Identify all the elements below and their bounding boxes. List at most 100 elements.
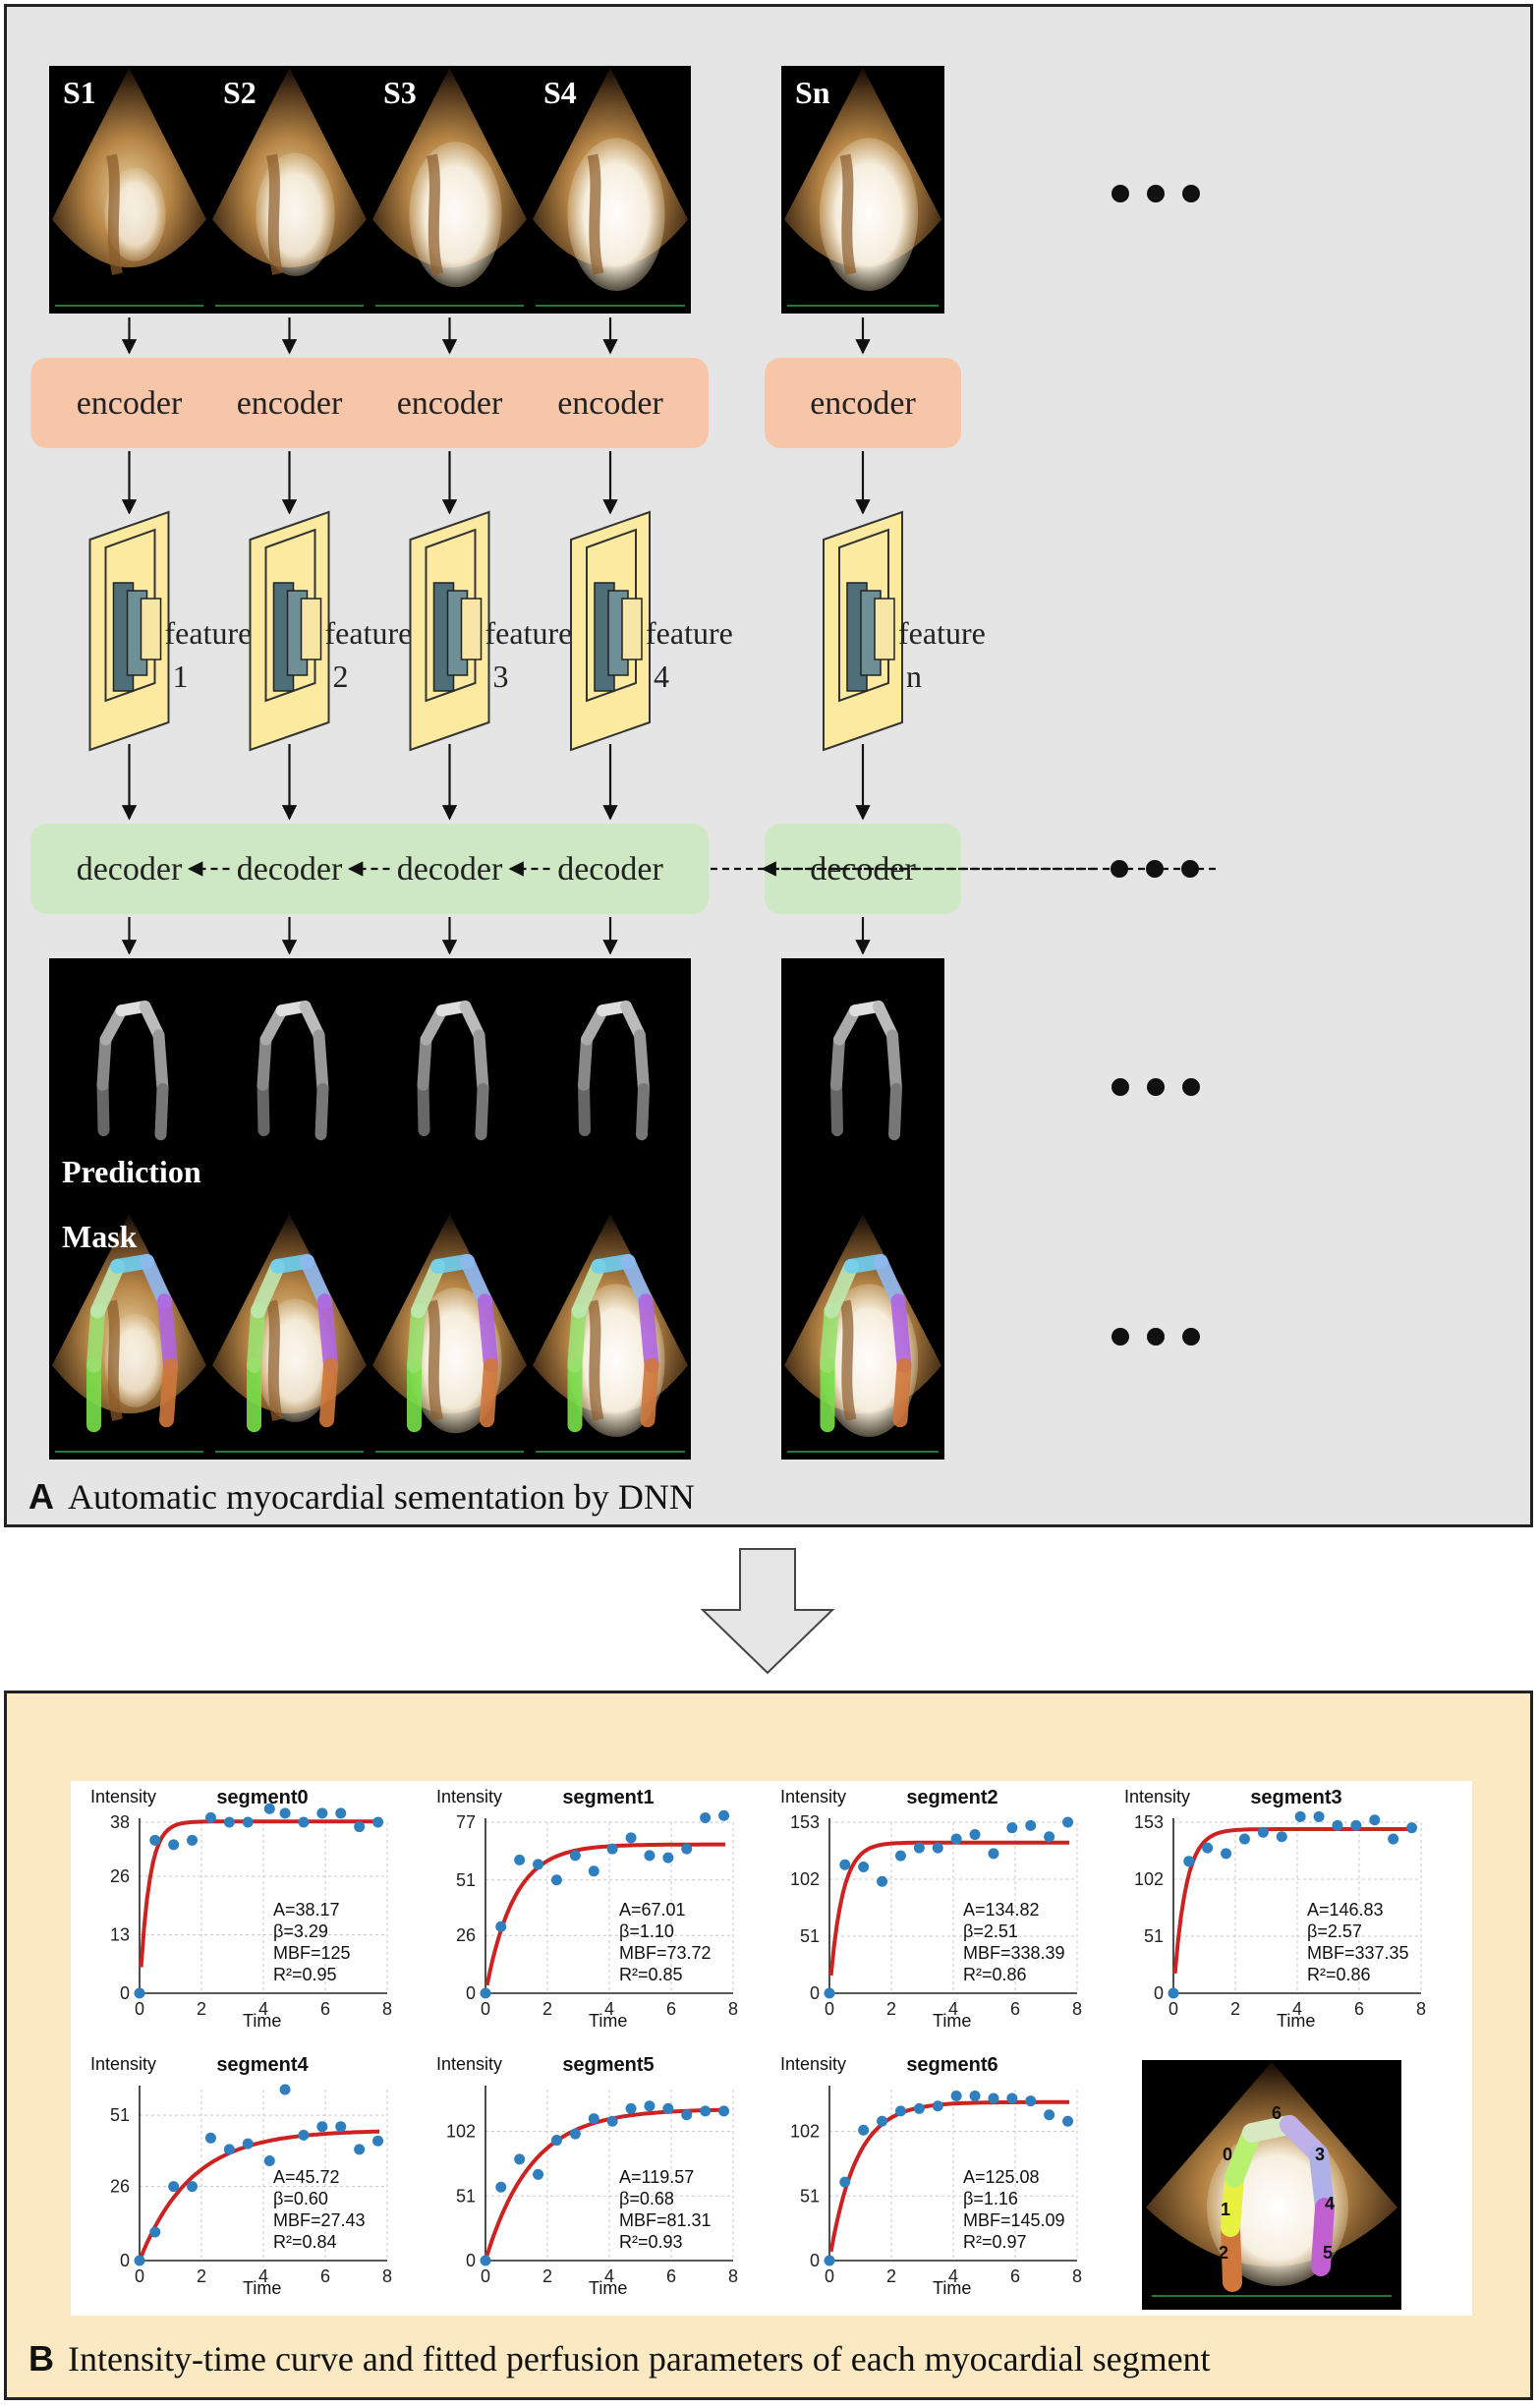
column-1-mask-cavity <box>104 1313 166 1407</box>
fit-parameter: A=134.82 <box>963 1900 1040 1920</box>
segment4-x-tick-label: 6 <box>320 2266 330 2286</box>
column-n-feature-index: n <box>906 659 922 694</box>
column-1-mask-mask-seg <box>86 1303 105 1373</box>
column-4-feature-block-3 <box>621 598 643 660</box>
segment2-y-tick-label: 0 <box>810 1983 820 2003</box>
column-3-frame-septum <box>427 153 443 275</box>
column-1-frame-cavity <box>104 167 166 261</box>
column-n-decoder <box>765 824 961 914</box>
segment0-data-point <box>263 1803 275 1814</box>
segment6-x-tick-label: 6 <box>1010 2266 1020 2286</box>
column-n-feature-block-3 <box>874 598 895 660</box>
segment2-data-point <box>969 1829 981 1841</box>
fit-parameter: β=2.57 <box>1307 1921 1362 1941</box>
segment5-x-axis-label: Time <box>589 2278 628 2298</box>
segment6-data-point <box>913 2102 925 2114</box>
segment0-x-tick-label: 0 <box>135 1999 144 2019</box>
segment6-data-point <box>1062 2115 1074 2127</box>
column-2-frame-label: S2 <box>223 75 256 110</box>
segment5-data-point <box>625 2102 637 2114</box>
segment1-x-tick-label: 8 <box>728 1999 738 2019</box>
segment1-data-point <box>606 1843 618 1855</box>
segment3-data-point <box>1202 1842 1214 1854</box>
fit-parameter: β=0.60 <box>273 2189 328 2208</box>
column-3-decoder-label: decoder <box>397 851 503 888</box>
column-2-encoder-label: encoder <box>237 385 343 422</box>
segment0-data-point <box>223 1816 235 1828</box>
column-3-prediction-pred-seg <box>417 1033 432 1091</box>
column-3-feature-frame <box>425 528 477 703</box>
column-1-feature-frame <box>104 528 156 703</box>
segment0-data-point <box>335 1807 347 1819</box>
segment5-data-point <box>550 2135 562 2147</box>
segment5-data-point <box>533 2168 544 2180</box>
column-1-mask-septum <box>106 1299 123 1421</box>
segment1-x-tick-label: 2 <box>542 1999 552 2019</box>
column-4-prediction-pred-seg <box>636 1083 650 1141</box>
column-3-mask-mask-seg <box>411 1258 445 1319</box>
segment0-y-tick-label: 38 <box>110 1812 130 1832</box>
column-1-feature-block-3 <box>140 598 162 660</box>
segment4-data-point <box>204 2132 216 2144</box>
fit-parameter: MBF=338.39 <box>963 1943 1065 1963</box>
fit-parameter: MBF=145.09 <box>963 2210 1065 2230</box>
segment0-data-point <box>316 1807 328 1819</box>
column-3-mask-mask-seg <box>478 1293 498 1373</box>
column-4-mask-mask-seg <box>567 1303 587 1373</box>
column-3-decoder <box>351 824 548 914</box>
column-n-encoder-label: encoder <box>810 385 916 422</box>
segment1-data-point <box>625 1832 637 1844</box>
segment5-x-tick-label: 6 <box>666 2266 676 2286</box>
column-2-mask-septum <box>266 1299 283 1421</box>
segment2-data-point <box>824 1987 835 1999</box>
segment-number-label: 2 <box>1219 2243 1228 2263</box>
column-4-encoder-label: encoder <box>557 385 663 422</box>
segment2-y-tick-label: 153 <box>790 1812 820 1832</box>
fit-parameter: β=1.16 <box>963 2189 1018 2208</box>
segment2-data-point <box>1044 1831 1055 1843</box>
column-n-prediction-pred-seg <box>888 1083 902 1141</box>
segment2-x-tick-label: 8 <box>1072 1999 1082 2019</box>
segment0-title: segment0 <box>216 1787 309 1808</box>
column-2-mask-mask-seg <box>251 1258 285 1319</box>
segment6-y-tick-label: 102 <box>790 2122 820 2142</box>
segment4-data-point <box>223 2144 235 2155</box>
segment5-y-tick-label: 51 <box>456 2186 476 2206</box>
segment6-data-point <box>1025 2095 1037 2107</box>
segment2-data-point <box>1062 1816 1074 1828</box>
column-3-frame-label: S3 <box>383 75 417 110</box>
segment4-data-point <box>316 2121 328 2133</box>
segment1-y-tick-label: 0 <box>466 1983 476 2003</box>
column-4-decoder-label: decoder <box>557 851 663 888</box>
column-n-frame-septum <box>839 153 857 275</box>
segment2-x-tick-label: 4 <box>948 1999 958 2019</box>
column-n-mask-septum <box>839 1299 857 1421</box>
ellipsis-decoders <box>1181 860 1199 878</box>
segment6-data-point <box>877 2115 888 2127</box>
column-2-mask-mask-seg <box>247 1303 265 1373</box>
column-4-mask-septum <box>587 1299 604 1421</box>
ellipsis-predictions <box>1147 1078 1165 1096</box>
segment4-data-point <box>279 2084 291 2095</box>
segment-number-label: 3 <box>1315 2145 1325 2164</box>
segment4-x-tick-label: 8 <box>382 2266 392 2286</box>
segment3-data-point <box>1238 1833 1250 1845</box>
column-1-feature-index: 1 <box>173 659 189 694</box>
segment0-data-point <box>298 1816 310 1828</box>
segment4-data-point <box>354 2144 366 2155</box>
segment0-y-tick-label: 13 <box>110 1924 130 1944</box>
fit-parameter: β=2.51 <box>963 1921 1018 1941</box>
segment6-title: segment6 <box>906 2054 998 2076</box>
column-3-prediction-pred-seg <box>475 1083 489 1141</box>
segment3-x-tick-label: 4 <box>1292 1999 1302 2019</box>
segment1-y-tick-label: 26 <box>456 1925 476 1945</box>
segment1-data-point <box>569 1850 581 1862</box>
fit-parameter: R²=0.93 <box>619 2232 683 2252</box>
